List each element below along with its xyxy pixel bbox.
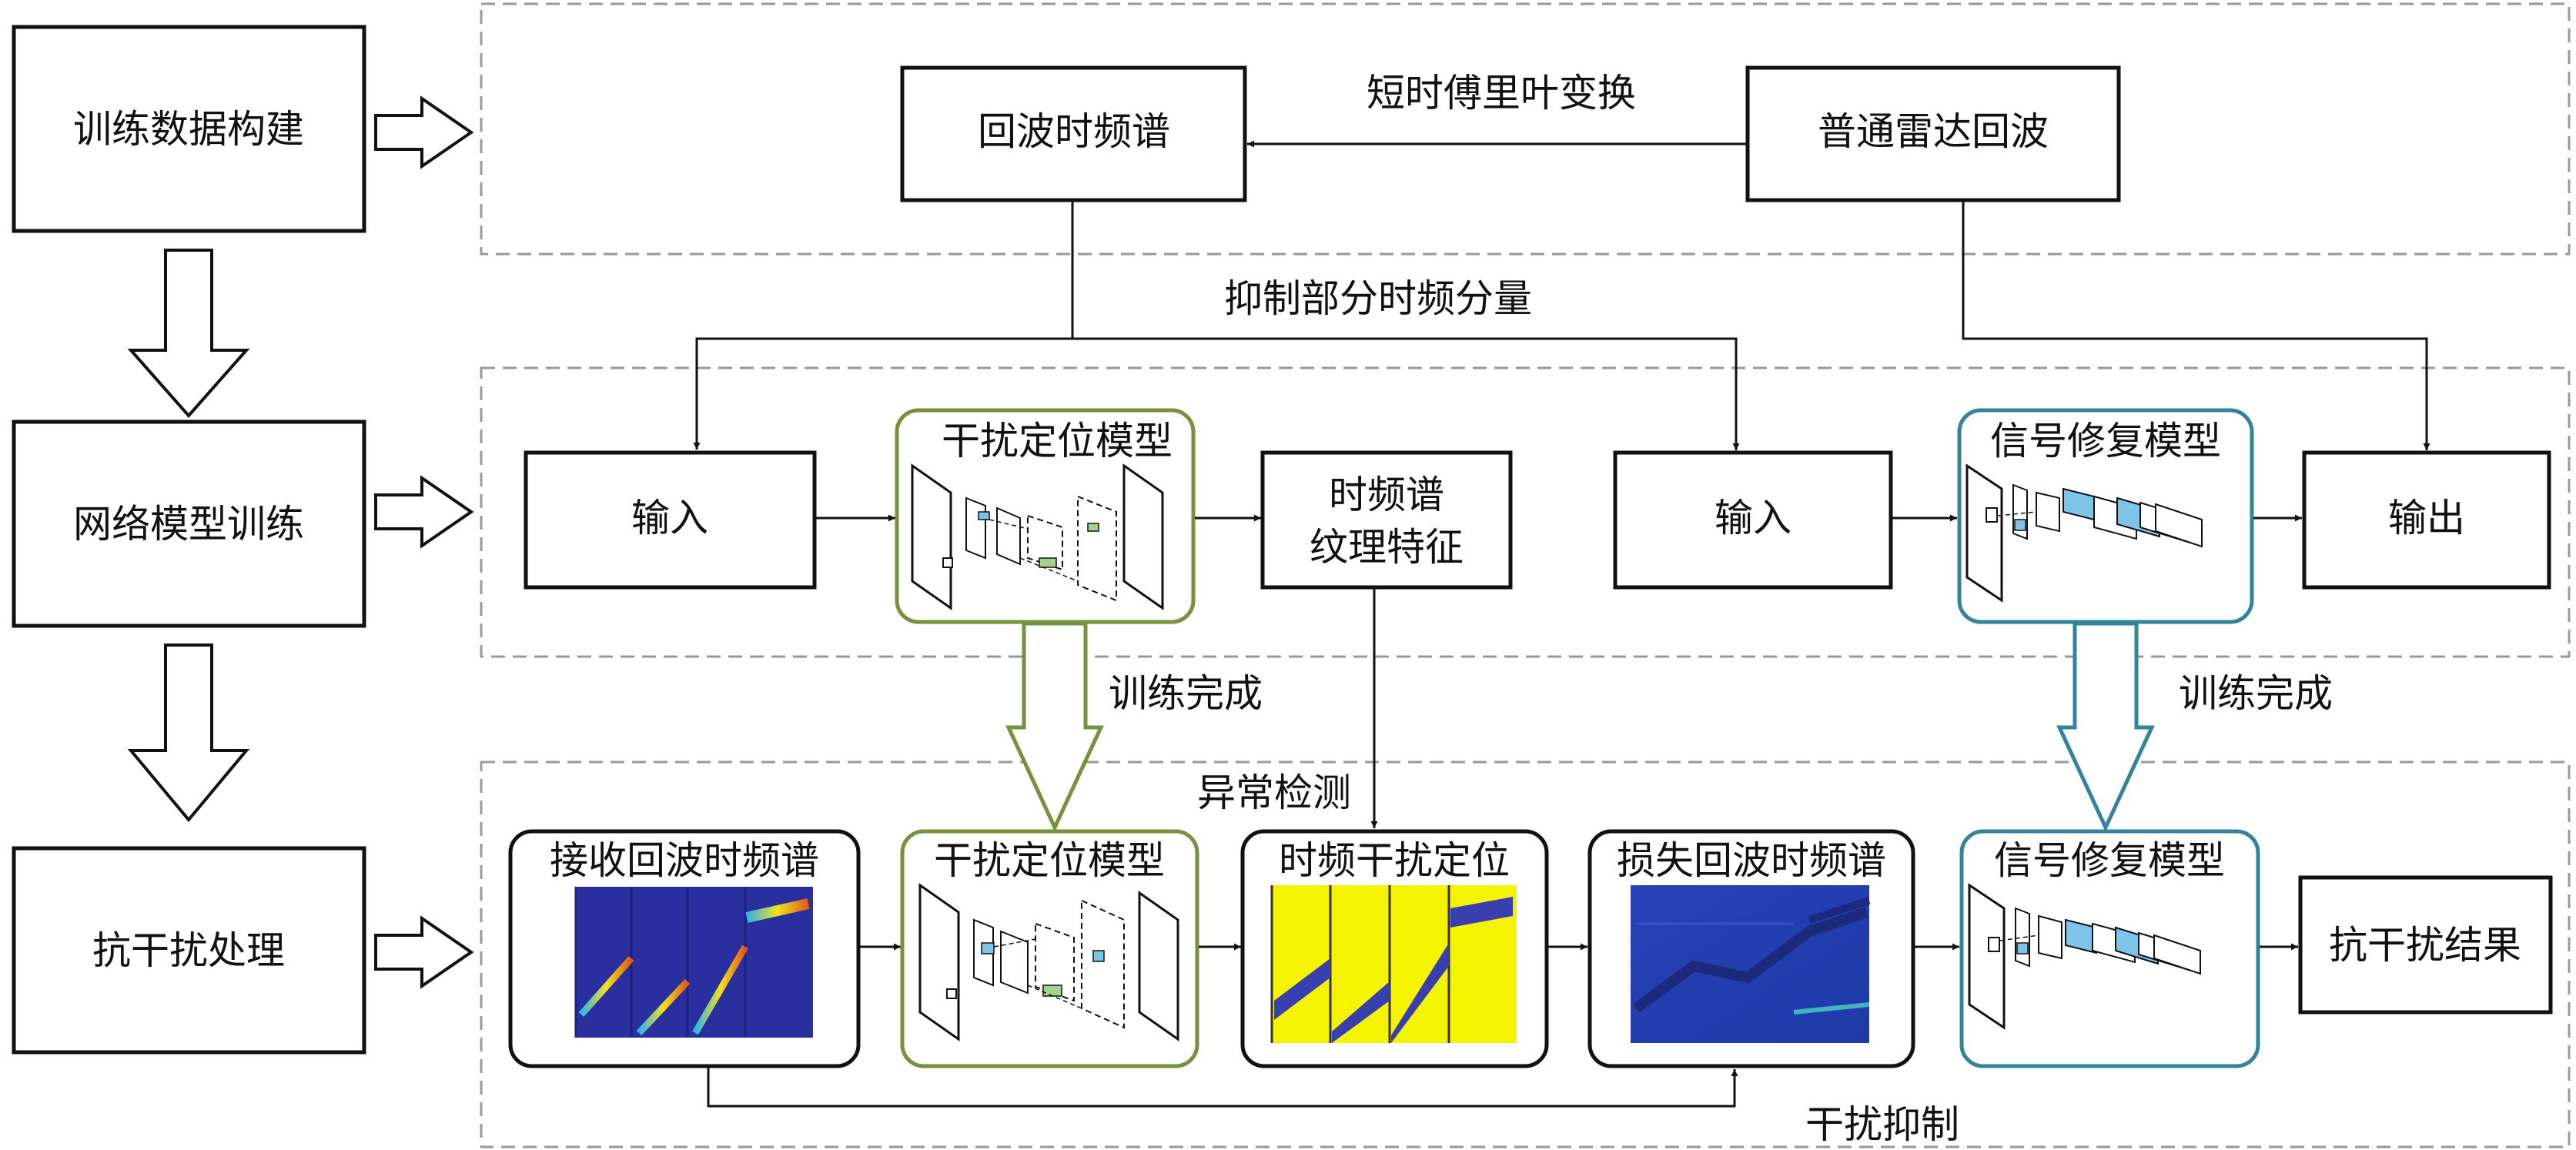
- echo-spectrum-box: [900, 65, 1247, 202]
- cnn-repair-icon-bottom: [1968, 883, 2201, 1030]
- signal-track-3: [692, 944, 748, 1035]
- output-label: 输出: [2388, 496, 2465, 540]
- texture-label-line2: 纹理特征: [1310, 525, 1464, 570]
- suppress-branch-line: [695, 337, 1740, 450]
- result-box: [2298, 875, 2553, 1015]
- repair-model-title: 信号修复模型: [1990, 419, 2221, 463]
- stage-right-arrow-2: [374, 475, 474, 549]
- signal-track-1: [578, 956, 634, 1017]
- repair-model-bottom: 信号修复模型: [1959, 829, 2260, 1068]
- input-box-2: [1613, 450, 1893, 590]
- echo-spectrum-label: 回波时频谱: [978, 109, 1170, 154]
- receive-spectrum-image: [574, 887, 813, 1038]
- lost-spectrum-title: 损失回波时频谱: [1617, 838, 1886, 883]
- suppress-bottom-label: 干扰抑制: [1805, 1102, 1959, 1147]
- signal-track-2: [636, 978, 691, 1036]
- texture-label-line1: 时频谱: [1329, 473, 1444, 517]
- locate-model-bottom: 干扰定位模型: [900, 829, 1199, 1068]
- stage-box-train: [12, 420, 366, 628]
- cnn-locate-icon: [911, 463, 1164, 610]
- stage-right-arrow-3: [374, 915, 474, 989]
- stage-box-process: [12, 846, 366, 1055]
- radar-echo-box: [1745, 65, 2121, 202]
- frame-process: [480, 761, 2571, 1148]
- repair-model-middle: 信号修复模型: [1957, 408, 2254, 624]
- locate-model-bottom-title: 干扰定位模型: [934, 838, 1165, 883]
- trained-arrow-repair: [2056, 621, 2155, 832]
- stft-label: 短时傅里叶变换: [1367, 71, 1636, 115]
- trained-arrow-locate: [1005, 621, 1104, 832]
- frame-build: [480, 2, 2571, 256]
- mask-band-4: [1450, 897, 1513, 928]
- stage-process-label: 抗干扰处理: [92, 928, 285, 973]
- frame-train: [480, 366, 2571, 658]
- texture-box: [1260, 450, 1513, 590]
- stage-train-label: 网络模型训练: [73, 502, 304, 547]
- input-label-1: 输入: [631, 496, 708, 540]
- result-label: 抗干扰结果: [2329, 923, 2521, 968]
- input-box-1: [524, 450, 817, 590]
- suppress-label: 抑制部分时频分量: [1224, 276, 1532, 321]
- stage-box-build: [12, 25, 366, 233]
- receive-spectrum-title: 接收回波时频谱: [550, 838, 819, 883]
- lost-spectrum-image: [1631, 885, 1871, 1043]
- mask-band-2: [1332, 981, 1390, 1043]
- trained-label-right: 训练完成: [2179, 671, 2333, 716]
- cnn-repair-icon: [1965, 463, 2203, 603]
- cnn-locate-icon-bottom: [918, 883, 1179, 1041]
- tf-locate-title: 时频干扰定位: [1279, 838, 1510, 883]
- input-label-2: 输入: [1715, 496, 1791, 540]
- stage-down-arrow-1: [127, 249, 250, 419]
- repair-model-bottom-title: 信号修复模型: [1994, 838, 2225, 883]
- mask-band-3: [1391, 943, 1449, 1043]
- skip-connection-line: [707, 1068, 1738, 1108]
- signal-track-4: [745, 898, 810, 923]
- anomaly-label: 异常检测: [1197, 771, 1351, 815]
- trained-label-left: 训练完成: [1109, 671, 1263, 716]
- locate-model-middle: 干扰定位模型: [895, 408, 1196, 624]
- stage-right-arrow-1: [374, 95, 474, 169]
- radar-echo-label: 普通雷达回波: [1818, 109, 2049, 154]
- mask-band-1: [1274, 958, 1330, 1020]
- tf-locate-image: [1270, 885, 1517, 1043]
- radar-to-output-line: [1962, 202, 2430, 450]
- output-box: [2302, 450, 2551, 590]
- locate-model-title: 干扰定位模型: [942, 419, 1173, 463]
- stage-build-label: 训练数据构建: [73, 107, 304, 152]
- stage-down-arrow-2: [127, 644, 250, 823]
